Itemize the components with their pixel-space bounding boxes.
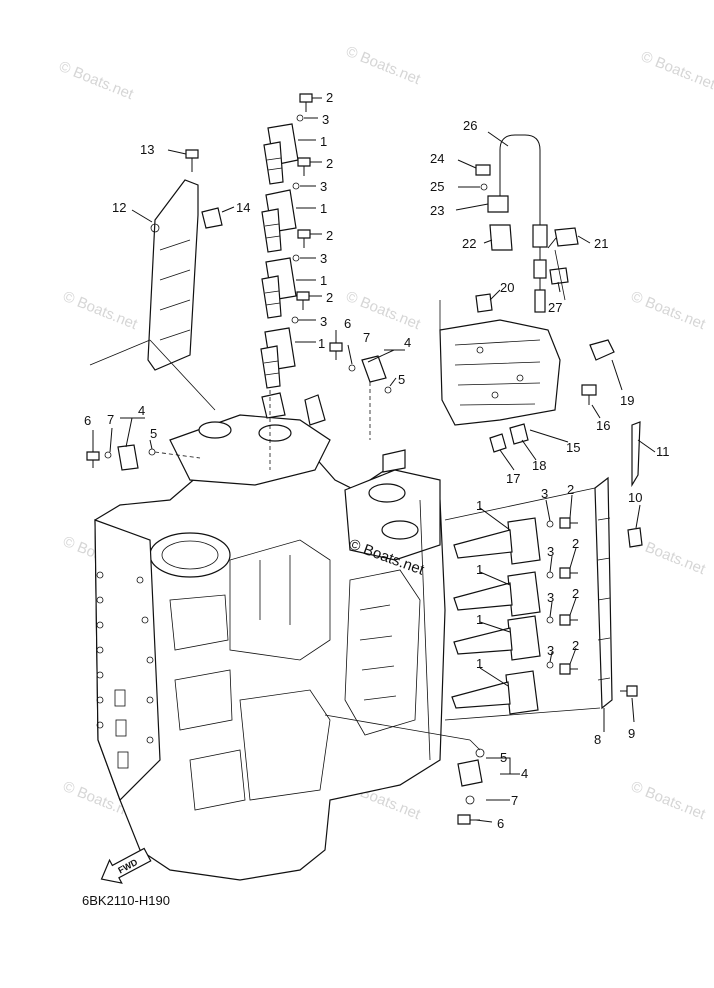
callout-number: 2	[572, 586, 579, 601]
ignition-coil	[260, 327, 296, 389]
callout-number: 16	[596, 418, 610, 433]
callout-number: 27	[548, 300, 562, 315]
ignition-coil	[453, 571, 541, 617]
callout-number: 4	[521, 766, 528, 781]
callout-number: 23	[430, 203, 444, 218]
callout-number: 3	[547, 590, 554, 605]
callout-number: 1	[318, 336, 325, 351]
callout-number: 6	[84, 413, 91, 428]
ignition-coil	[453, 615, 541, 661]
watermark-text: © Boats.net	[61, 288, 141, 334]
callout-number: 2	[326, 90, 333, 105]
watermark-text: © Boats.net	[57, 58, 137, 104]
callout-number: 2	[326, 290, 333, 305]
callout-number: 17	[506, 471, 520, 486]
callout-number: 7	[511, 793, 518, 808]
callout-labels: 2 3 1 2 3 1 2 3 1 2 3 1 13 12 14 6 7 4 5…	[84, 90, 670, 831]
callout-number: 1	[320, 273, 327, 288]
callout-number: 2	[567, 482, 574, 497]
callout-number: 5	[500, 750, 507, 765]
callout-number: 3	[547, 544, 554, 559]
callout-number: 12	[112, 200, 126, 215]
callout-number: 3	[320, 179, 327, 194]
callout-number: 25	[430, 179, 444, 194]
fwd-arrow: FWD	[100, 847, 152, 884]
ignition-coil	[261, 257, 297, 319]
coil-bracket-left	[89, 149, 223, 411]
ignition-coil	[263, 123, 299, 185]
callout-number: 22	[462, 236, 476, 251]
callout-number: 8	[594, 732, 601, 747]
callout-number: 4	[404, 335, 411, 350]
diagram-code: 6BK2110-H190	[82, 893, 170, 908]
callout-number: 1	[476, 562, 483, 577]
callout-number: 1	[476, 656, 483, 671]
callout-number: 20	[500, 280, 514, 295]
callout-number: 1	[320, 201, 327, 216]
callout-number: 26	[463, 118, 477, 133]
callout-number: 2	[572, 638, 579, 653]
callout-number: 13	[140, 142, 154, 157]
callout-number: 6	[344, 316, 351, 331]
ignition-coils-upper	[260, 93, 313, 470]
callout-number: 3	[320, 314, 327, 329]
watermark-text: © Boats.net	[629, 778, 709, 824]
watermark-text: © Boats.net	[629, 288, 709, 334]
callout-number: 7	[363, 330, 370, 345]
watermark-text: © Boats.net	[344, 43, 424, 89]
callout-number: 1	[476, 498, 483, 513]
watermark-text: © Boats.net	[639, 48, 714, 94]
callout-number: 6	[497, 816, 504, 831]
cylinder-block	[94, 392, 446, 881]
callout-number: 15	[566, 440, 580, 455]
callout-number: 1	[320, 134, 327, 149]
ignition-coils-right	[444, 421, 643, 721]
callout-number: 3	[541, 486, 548, 501]
callout-number: 2	[572, 536, 579, 551]
callout-number: 4	[138, 403, 145, 418]
temp-sensor-lower	[324, 714, 485, 825]
callout-number: 21	[594, 236, 608, 251]
callout-number: 1	[476, 612, 483, 627]
callout-number: 3	[322, 112, 329, 127]
callout-number: 5	[398, 372, 405, 387]
sensor-bracket-assembly	[439, 134, 615, 453]
ignition-coil	[451, 670, 539, 715]
temp-sensor-left	[86, 444, 201, 471]
callout-number: 2	[326, 156, 333, 171]
callout-number: 10	[628, 490, 642, 505]
callout-number: 9	[628, 726, 635, 741]
callout-number: 7	[107, 412, 114, 427]
callout-number: 2	[326, 228, 333, 243]
callout-number: 5	[150, 426, 157, 441]
callout-number: 18	[532, 458, 546, 473]
coil-bolts-upper	[291, 93, 313, 324]
callout-number: 14	[236, 200, 250, 215]
callout-number: 11	[656, 444, 670, 459]
callout-number: 3	[547, 643, 554, 658]
leader-lines	[92, 97, 656, 823]
callout-number: 19	[620, 393, 634, 408]
block-bolts	[96, 571, 154, 744]
watermark-text: © Boats.net	[344, 288, 424, 334]
callout-number: 24	[430, 151, 444, 166]
temp-sensor-upper	[329, 342, 392, 440]
ignition-coil	[453, 517, 541, 565]
ignition-coil	[261, 189, 297, 253]
callout-number: 3	[320, 251, 327, 266]
